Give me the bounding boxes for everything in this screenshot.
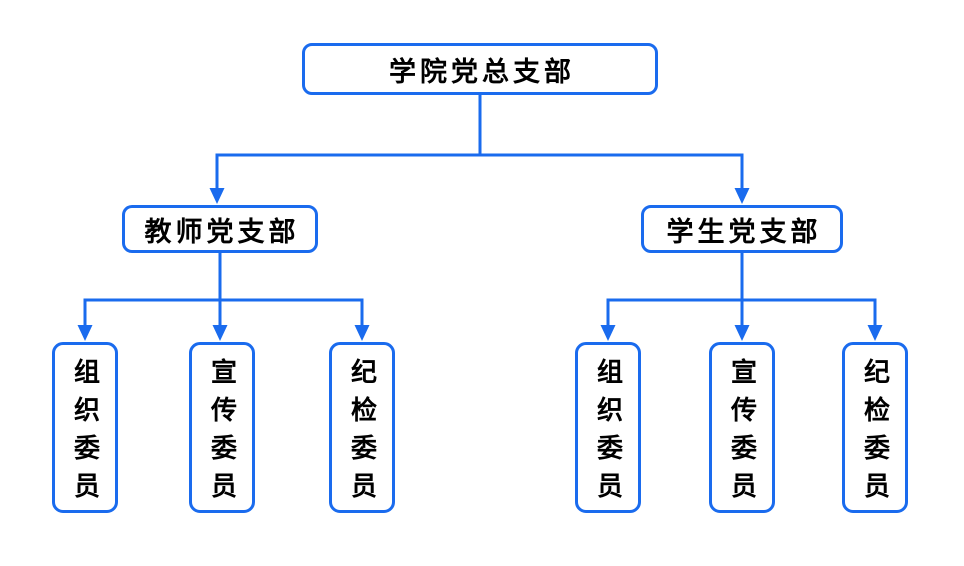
arrowhead-student-publicity <box>734 325 750 341</box>
node-label: 纪检委员 <box>860 357 890 510</box>
arrowhead-student-organization <box>600 325 616 341</box>
node-label: 组织委员 <box>593 357 623 510</box>
arrowhead-student-discipline <box>867 325 883 341</box>
node-label: 组织委员 <box>70 357 100 510</box>
node-student-branch: 学生党支部 <box>641 205 843 253</box>
arrowhead-teacher-discipline <box>354 325 370 341</box>
node-teacher-branch-label: 教师党支部 <box>144 216 300 247</box>
node-student-publicity-member: 宣传委员 <box>709 342 775 513</box>
arrowhead-teacher-publicity <box>212 325 228 341</box>
node-root: 学院党总支部 <box>302 43 658 95</box>
node-student-organization-member: 组织委员 <box>575 342 641 513</box>
arrowhead-teacher-organization <box>77 325 93 341</box>
node-teacher-publicity-member: 宣传委员 <box>189 342 255 513</box>
node-label: 宣传委员 <box>207 357 237 510</box>
arrowhead-student <box>734 188 750 204</box>
arrowhead-teacher <box>209 188 225 204</box>
node-student-branch-label: 学生党支部 <box>666 216 822 247</box>
node-teacher-discipline-member: 纪检委员 <box>329 342 395 513</box>
node-teacher-organization-member: 组织委员 <box>52 342 118 513</box>
node-label: 纪检委员 <box>347 357 377 510</box>
node-root-label: 学院党总支部 <box>389 56 575 87</box>
node-student-discipline-member: 纪检委员 <box>842 342 908 513</box>
node-teacher-branch: 教师党支部 <box>122 205 318 253</box>
node-label: 宣传委员 <box>727 357 757 510</box>
